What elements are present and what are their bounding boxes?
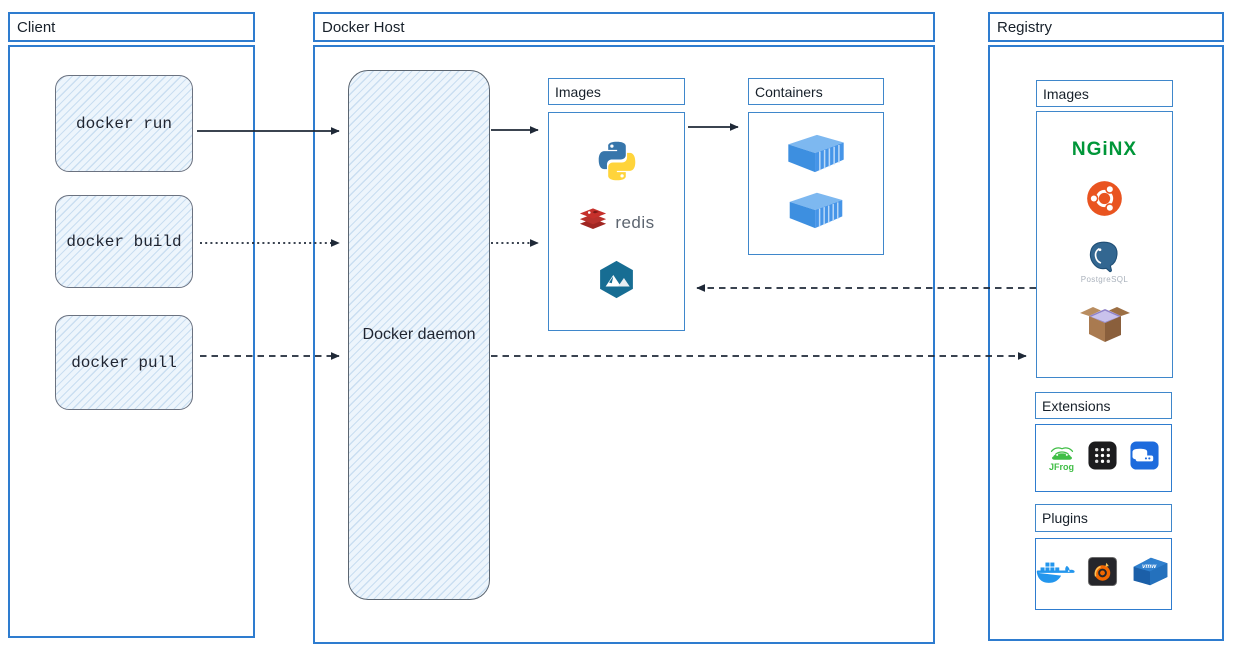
busybox-logo-icon: [1077, 303, 1133, 350]
registry-images-panel: NGiNX PostgreS: [1036, 111, 1173, 378]
containers-panel: [748, 112, 884, 255]
host-images-panel: redis: [548, 112, 685, 331]
jfrog-frog-icon: [1050, 447, 1073, 460]
docker-whale-logo-icon: [1036, 557, 1076, 592]
node-docker-daemon: Docker daemon: [348, 70, 490, 600]
redis-logo-icon: [578, 207, 608, 239]
node-docker-run: docker run: [55, 75, 193, 172]
docker-host-section-title: Docker Host: [313, 12, 935, 42]
plugins-label: Plugins: [1042, 510, 1088, 526]
docker-run-label: docker run: [75, 114, 172, 133]
docker-host-title-label: Docker Host: [322, 18, 405, 36]
vmware-logo: vmw: [1129, 555, 1171, 593]
host-images-label-box: Images: [548, 78, 685, 105]
disk-app-icon: [1129, 440, 1160, 476]
extensions-label-box: Extensions: [1035, 392, 1172, 419]
containers-label-box: Containers: [748, 78, 884, 105]
client-section-title: Client: [8, 12, 255, 42]
client-title-label: Client: [17, 18, 56, 36]
registry-images-label-box: Images: [1036, 80, 1173, 107]
docker-daemon-label: Docker daemon: [362, 326, 476, 344]
plugins-label-box: Plugins: [1035, 504, 1172, 532]
vmware-logo-text: vmw: [1142, 563, 1157, 570]
jfrog-logo-text: JFrog: [1048, 462, 1074, 472]
redis-logo-row: redis: [578, 207, 654, 239]
containers-label: Containers: [755, 83, 823, 100]
redis-logo-text: redis: [615, 213, 655, 232]
postgresql-logo: PostgreSQL: [1081, 240, 1129, 284]
grafana-logo-icon: [1087, 556, 1118, 592]
host-images-label: Images: [555, 83, 601, 100]
docker-pull-label: docker pull: [71, 353, 177, 372]
jfrog-logo: JFrog: [1048, 444, 1076, 472]
registry-section-title: Registry: [988, 12, 1224, 42]
app-grid-icon: [1087, 440, 1118, 476]
node-docker-build: docker build: [55, 195, 193, 288]
node-docker-pull: docker pull: [55, 315, 193, 410]
alpine-linux-logo-icon: [596, 259, 637, 305]
nginx-logo-text: NGiNX: [1071, 138, 1138, 160]
postgresql-logo-text: PostgreSQL: [1080, 275, 1129, 285]
plugins-panel: vmw: [1035, 538, 1172, 610]
python-logo-icon: [595, 139, 639, 188]
extensions-panel: JFrog: [1035, 424, 1172, 492]
container-box-icon: [787, 190, 845, 235]
container-box-icon: [785, 132, 847, 179]
extensions-label: Extensions: [1042, 397, 1111, 414]
registry-title-label: Registry: [997, 18, 1053, 36]
registry-images-label: Images: [1043, 85, 1089, 102]
ubuntu-logo-icon: [1086, 180, 1123, 222]
docker-build-label: docker build: [66, 232, 182, 251]
postgresql-elephant-icon: [1090, 242, 1118, 273]
